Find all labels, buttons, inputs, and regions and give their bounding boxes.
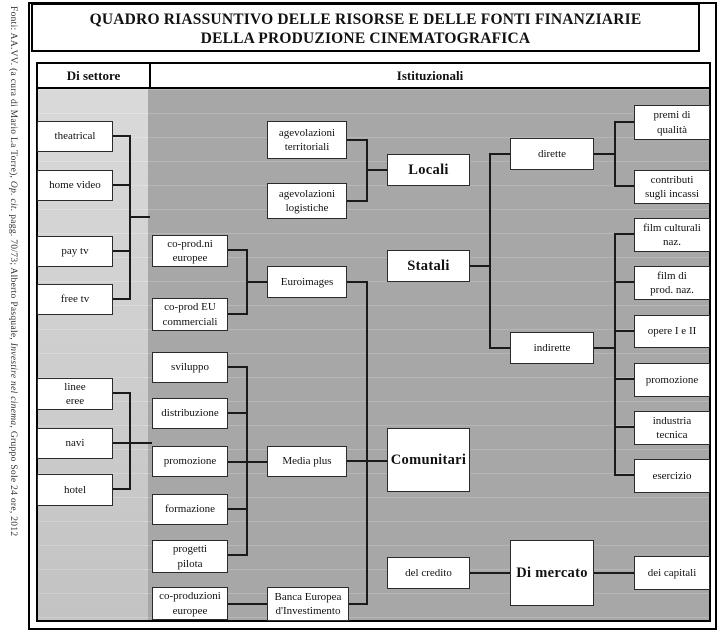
connector-line bbox=[489, 153, 510, 155]
connector-line bbox=[347, 603, 368, 605]
connector-line bbox=[594, 572, 634, 574]
connector-line bbox=[246, 366, 248, 556]
source-citation: Fonti: AA.VV. (a cura di Mario La Torre)… bbox=[3, 6, 21, 626]
node-theatrical: theatrical bbox=[37, 121, 113, 152]
connector-line bbox=[347, 139, 368, 141]
node-indirette: indirette bbox=[510, 332, 594, 364]
connector-line bbox=[347, 281, 368, 283]
node-esercizio: esercizio bbox=[634, 459, 710, 493]
node-premi-di-qualita: premi di qualità bbox=[634, 105, 710, 140]
connector-line bbox=[614, 233, 634, 235]
node-contributi-sugli-incassi: contributi sugli incassi bbox=[634, 170, 710, 204]
connector-line bbox=[228, 603, 267, 605]
connector-line bbox=[129, 216, 150, 218]
node-dei-capitali: dei capitali bbox=[634, 556, 710, 590]
title-line-2: DELLA PRODUZIONE CINEMATOGRAFICA bbox=[200, 30, 531, 47]
node-industria-tecnica: industria tecnica bbox=[634, 411, 710, 445]
connector-line bbox=[614, 185, 634, 187]
node-banca-europea-investimento: Banca Europea d'Investimento bbox=[267, 587, 349, 621]
node-coprod-eu-commerciali: co-prod EU commerciali bbox=[152, 298, 228, 331]
connector-line bbox=[594, 347, 615, 349]
connector-line bbox=[228, 366, 248, 368]
source-seg-italic: Op. cit. bbox=[8, 180, 18, 212]
connector-line bbox=[614, 121, 634, 123]
node-linee-eree: linee eree bbox=[37, 378, 113, 410]
node-promozione-statale: promozione bbox=[634, 363, 710, 397]
connector-line bbox=[228, 508, 248, 510]
connector-line bbox=[366, 169, 387, 171]
connector-line bbox=[614, 281, 634, 283]
node-coproduzioni-europee: co-produzioni europee bbox=[152, 587, 228, 620]
connector-line bbox=[614, 121, 616, 187]
node-comunitari: Comunitari bbox=[387, 428, 470, 492]
sector-panel bbox=[38, 89, 148, 620]
source-seg-italic: Investire nel cinema bbox=[8, 342, 18, 426]
node-formazione: formazione bbox=[152, 494, 228, 525]
connector-line bbox=[228, 412, 248, 414]
connector-line bbox=[113, 298, 131, 300]
connector-line bbox=[228, 313, 248, 315]
connector-line bbox=[489, 153, 491, 349]
source-seg: , Gruppo Sole 24 ore, 2012 bbox=[8, 425, 18, 537]
node-euroimages: Euroimages bbox=[267, 266, 347, 298]
node-di-mercato: Di mercato bbox=[510, 540, 594, 606]
header-di-settore: Di settore bbox=[36, 62, 151, 89]
node-distribuzione: distribuzione bbox=[152, 398, 228, 429]
connector-line bbox=[246, 281, 267, 283]
node-film-culturali-naz: film culturali naz. bbox=[634, 218, 710, 252]
connector-line bbox=[228, 554, 248, 556]
connector-line bbox=[347, 200, 368, 202]
node-opere-i-e-ii: opere I e II bbox=[634, 315, 710, 348]
node-navi: navi bbox=[37, 428, 113, 459]
node-free-tv: free tv bbox=[37, 284, 113, 315]
connector-line bbox=[470, 572, 510, 574]
connector-line bbox=[614, 378, 634, 380]
node-dirette: dirette bbox=[510, 138, 594, 170]
connector-line bbox=[614, 233, 616, 476]
connector-line bbox=[113, 135, 131, 137]
node-statali: Statali bbox=[387, 250, 470, 282]
node-promozione-media: promozione bbox=[152, 446, 228, 477]
source-seg: Fonti: AA.VV. (a cura di Mario La Torre)… bbox=[8, 6, 18, 181]
node-agevolazioni-territoriali: agevolazioni territoriali bbox=[267, 121, 347, 159]
node-media-plus: Media plus bbox=[267, 446, 347, 477]
connector-line bbox=[366, 281, 368, 605]
node-sviluppo: sviluppo bbox=[152, 352, 228, 383]
connector-line bbox=[470, 265, 490, 267]
connector-line bbox=[113, 184, 131, 186]
node-agevolazioni-logistiche: agevolazioni logistiche bbox=[267, 183, 347, 219]
connector-line bbox=[113, 250, 131, 252]
connector-line bbox=[614, 426, 634, 428]
node-hotel: hotel bbox=[37, 474, 113, 506]
title-line-1: QUADRO RIASSUNTIVO DELLE RISORSE E DELLE… bbox=[89, 11, 642, 28]
node-film-di-prod-naz: film di prod. naz. bbox=[634, 266, 710, 300]
node-pay-tv: pay tv bbox=[37, 236, 113, 267]
connector-line bbox=[129, 392, 131, 490]
header-istituzionali: Istituzionali bbox=[149, 62, 711, 89]
connector-line bbox=[489, 347, 510, 349]
source-seg: pagg. 70/73; Alberto Pasquale, bbox=[8, 211, 18, 343]
node-del-credito: del credito bbox=[387, 557, 470, 589]
node-coprod-ni-europee: co-prod.ni europee bbox=[152, 235, 228, 267]
title-box: QUADRO RIASSUNTIVO DELLE RISORSE E DELLE… bbox=[31, 3, 700, 52]
node-home-video: home video bbox=[37, 170, 113, 201]
connector-line bbox=[614, 330, 634, 332]
connector-line bbox=[594, 153, 615, 155]
connector-line bbox=[228, 249, 248, 251]
connector-line bbox=[113, 392, 131, 394]
node-progetti-pilota: progetti pilota bbox=[152, 540, 228, 573]
connector-line bbox=[614, 474, 634, 476]
connector-line bbox=[113, 488, 131, 490]
node-locali: Locali bbox=[387, 154, 470, 186]
connector-line bbox=[113, 442, 152, 444]
